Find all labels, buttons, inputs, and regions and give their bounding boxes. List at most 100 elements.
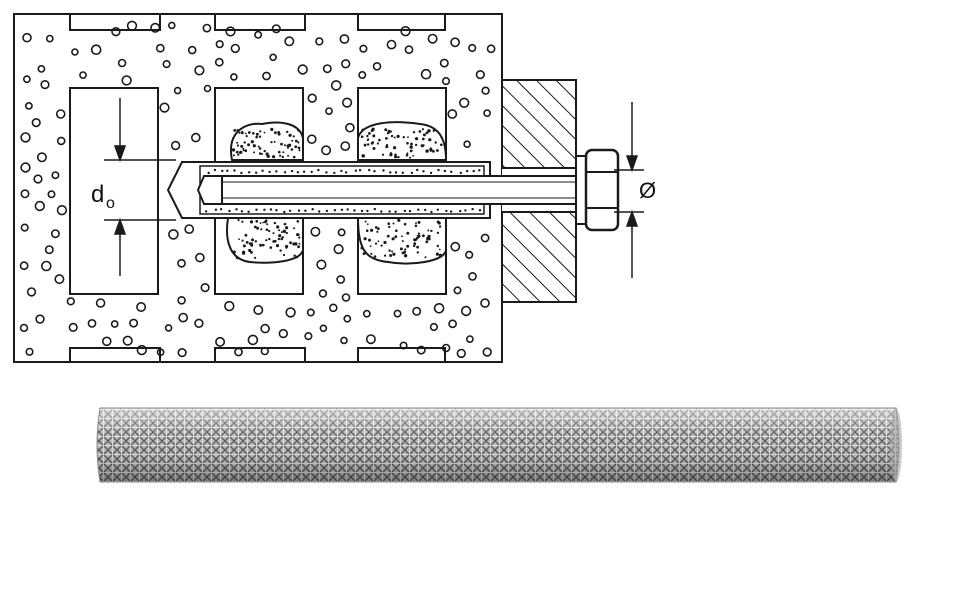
sleeve-mesh-dot — [275, 209, 278, 212]
mortar-speckle — [436, 231, 440, 234]
mortar-speckle — [286, 130, 289, 134]
aggregate-dot — [126, 20, 138, 31]
mortar-speckle — [285, 226, 289, 230]
mortar-speckle — [438, 253, 443, 258]
hollow-chamber-1 — [69, 87, 159, 295]
mortar-speckle — [418, 130, 422, 133]
mortar-speckle — [368, 132, 371, 135]
mortar-speckle — [389, 152, 393, 155]
dimension-rod-diameter — [614, 102, 644, 278]
mortar-speckle — [239, 151, 242, 155]
mortar-speckle — [298, 149, 301, 152]
mortar-speckle — [272, 240, 276, 243]
mortar-speckle — [270, 127, 274, 131]
aggregate-dot — [95, 298, 106, 308]
aggregate-dot — [253, 304, 264, 315]
aggregate-dot — [318, 289, 328, 298]
mortar-speckle — [282, 151, 285, 154]
mortar-speckle — [365, 229, 369, 232]
sleeve-mesh-dot — [382, 169, 385, 172]
mortar-speckle — [244, 233, 248, 237]
mortar-speckle — [415, 137, 419, 141]
mortar-speckle — [282, 253, 286, 257]
sleeve-mesh-dot — [430, 210, 433, 214]
sleeve-mesh-dot — [204, 210, 208, 213]
mortar-speckle — [393, 146, 397, 150]
mortar-speckle — [255, 132, 259, 136]
aggregate-dot — [177, 295, 186, 305]
sleeve-mesh-dot — [416, 168, 419, 172]
sleeve-mesh-dot — [248, 171, 251, 174]
aggregate-dot — [404, 45, 414, 55]
mortar-speckle — [363, 143, 367, 147]
mortar-speckle — [285, 244, 289, 249]
aggregate-dot — [483, 109, 491, 117]
aggregate-dot — [460, 305, 472, 317]
aggregate-dot — [262, 71, 271, 81]
aggregate-dot — [463, 140, 471, 148]
mortar-speckle — [384, 128, 388, 132]
aggregate-dot — [328, 303, 338, 313]
aggregate-dot — [215, 40, 224, 49]
mortar-speckle — [362, 252, 366, 256]
mortar-speckle — [289, 241, 292, 245]
mortar-speckle — [263, 149, 266, 153]
aggregate-dot — [480, 298, 490, 308]
sleeve-mesh-dot — [443, 169, 447, 173]
sleeve-mesh-dot — [436, 208, 439, 211]
sleeve-mesh-dot — [207, 171, 210, 175]
mortar-speckle — [360, 246, 364, 250]
aggregate-dot — [25, 347, 34, 356]
mortar-speckle — [245, 149, 247, 152]
mortar-speckle — [409, 149, 413, 153]
aggregate-dot — [459, 97, 470, 109]
hex-nut — [584, 148, 620, 232]
aggregate-dot — [36, 152, 47, 163]
mortar-speckle — [250, 243, 254, 247]
sleeve-mesh-dot — [346, 208, 349, 211]
aggregate-dot — [330, 80, 342, 91]
aggregate-dot — [386, 39, 397, 50]
mortar-speckle — [416, 236, 419, 240]
aggregate-dot — [306, 134, 317, 144]
mortar-speckle — [406, 244, 410, 248]
aggregate-dot — [90, 44, 102, 56]
sleeve-mesh-dot — [263, 208, 266, 211]
sleeve-mesh-dot — [360, 209, 364, 213]
sleeve-mesh-dot — [288, 209, 292, 212]
sleeve-mesh-dot — [429, 171, 433, 175]
aggregate-dot — [66, 297, 76, 306]
aggregate-dot — [319, 324, 328, 333]
hole-diameter-label: d — [91, 181, 104, 208]
aggregate-dot — [178, 312, 189, 323]
aggregate-dot — [359, 44, 368, 53]
mortar-speckle — [255, 219, 259, 223]
sleeve-mesh-dot — [226, 169, 229, 172]
aggregate-dot — [168, 229, 179, 240]
mortar-speckle — [235, 256, 239, 260]
aggregate-dot — [475, 69, 485, 80]
sleeve-mesh-dot — [297, 209, 301, 212]
mortar-speckle — [242, 147, 245, 150]
mortar-speckle — [369, 245, 372, 248]
mortar-speckle — [429, 149, 433, 152]
mortar-speckle — [244, 132, 247, 135]
mortar-speckle — [277, 131, 281, 134]
mortar-speckle — [278, 229, 281, 232]
mortar-speckle — [263, 131, 266, 134]
aggregate-dot — [202, 23, 212, 33]
mortar-speckle — [393, 136, 396, 139]
mortar-speckle — [392, 222, 395, 225]
mortar-speckle — [283, 144, 286, 147]
aggregate-dot — [465, 335, 474, 343]
mortar-speckle — [241, 239, 244, 242]
aggregate-dot — [450, 37, 460, 48]
mortar-speckle — [440, 136, 443, 139]
aggregate-dot — [168, 21, 176, 30]
sleeve-mesh-dot — [340, 169, 343, 173]
mortar-speckle — [412, 131, 416, 134]
mortar-speckle — [250, 251, 253, 254]
mortar-speckle — [288, 133, 292, 137]
sleeve-mesh-dot — [221, 169, 224, 173]
